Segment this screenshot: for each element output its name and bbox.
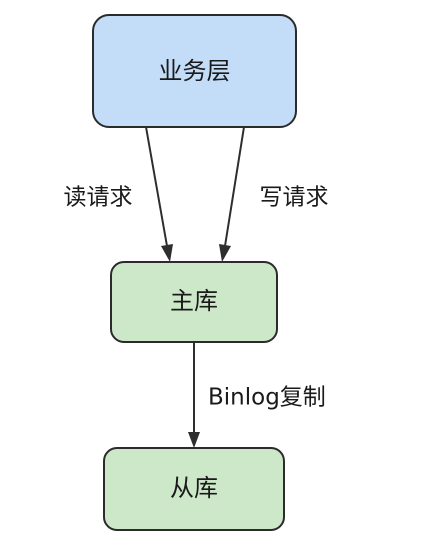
edge-read: 读请求 [64,126,173,262]
edge-read-line [145,126,168,247]
edge-binlog-label: Binlog复制 [208,385,326,411]
node-slave-label: 从库 [170,474,218,502]
node-business-label: 业务层 [159,57,231,85]
edge-binlog: Binlog复制 [188,342,326,448]
edge-write-line [224,126,245,247]
node-master-label: 主库 [170,287,218,315]
node-business: 业务层 [92,14,297,128]
edge-write-label: 写请求 [260,185,329,211]
edge-binlog-arrowhead [188,432,200,448]
edge-write-arrowhead [219,244,231,262]
edge-read-arrowhead [161,244,173,262]
node-master: 主库 [110,261,278,343]
node-slave: 从库 [103,447,285,531]
edge-write: 写请求 [219,126,329,262]
edge-read-label: 读请求 [64,185,133,211]
node-business-box [92,14,297,128]
